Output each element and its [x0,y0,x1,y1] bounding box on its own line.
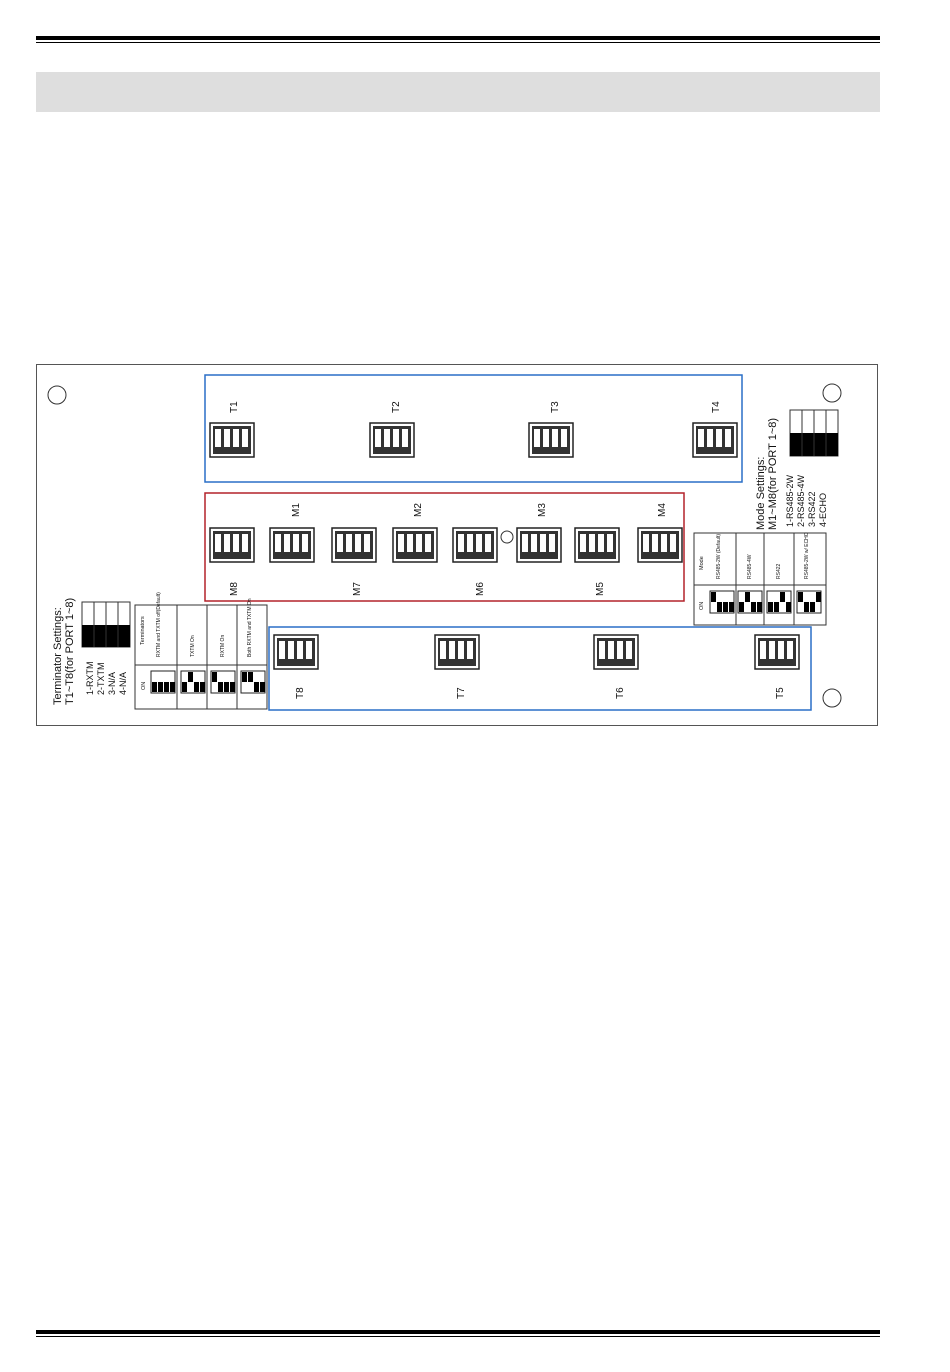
mode-option-2: RS485-4W [747,554,753,579]
label-m4: M4 [657,503,668,517]
mode-pin-2: 2-RS485-4W [796,474,806,527]
mode-title-line2: M1~M8(for PORT 1~8) [767,418,779,530]
mode-option-3: RS422 [776,563,782,579]
dip-switch-m8 [209,527,255,563]
mode-option-switch-2 [737,590,763,614]
mount-hole-br [822,688,842,708]
terminator-option-switch-2 [180,670,206,694]
dip-switch-m6 [452,527,498,563]
dip-switch-t7 [434,634,480,670]
mode-options-table: Mode ON RS485-2W (Default) RS485-4W RS42… [693,532,827,626]
mode-option-switch-3 [766,590,792,614]
mode-pin-3: 3-RS422 [807,491,817,527]
terminator-option-3: RXTM On [220,635,226,657]
terminator-option-4: Both RXTM and TXTM On [247,598,253,657]
terminator-bottom-box [268,626,812,711]
dip-switch-m3 [516,527,562,563]
labels-top-terminators: T1 T2 T3 T4 [229,401,722,413]
label-t1: T1 [229,401,240,413]
terminator-top-box [204,374,743,483]
label-t6: T6 [615,687,626,699]
mode-option-switch-1 [709,590,735,614]
label-t7: T7 [456,687,467,699]
terminator-pin-3: 3-N/A [107,672,117,695]
mode-pin-1: 1-RS485-2W [785,474,795,527]
label-m1: M1 [291,503,302,517]
bottom-rule-thin [36,1336,880,1337]
dip-switch-t5 [754,634,800,670]
switch-row-bottom-terminators [273,634,800,670]
mode-on-label: ON [699,602,705,610]
top-rule-thick [36,36,880,40]
dip-switch-t8 [273,634,319,670]
terminator-option-switch-1 [150,670,176,694]
label-m8: M8 [229,582,240,596]
label-m3: M3 [537,503,548,517]
label-t5: T5 [775,687,786,699]
labels-bottom-terminators: T8 T7 T6 T5 [295,687,786,699]
label-t3: T3 [550,401,561,413]
section-header-bar [36,72,880,112]
label-t4: T4 [711,401,722,413]
label-m5: M5 [595,582,606,596]
dip-switch-m7 [331,527,377,563]
dip-switch-t3 [528,422,574,458]
mount-hole-tl [47,385,67,405]
bottom-rule-thick [36,1330,880,1334]
switch-row-top-terminators [209,422,738,458]
terminator-option-switch-4 [240,670,266,694]
terminator-on-label: ON [141,682,147,690]
terminator-table-header: Terminators [140,616,146,645]
terminator-pin-4: 4-N/A [118,672,128,695]
terminator-title-line2: T1~T8(for PORT 1~8) [64,598,76,705]
dip-switch-m4 [637,527,683,563]
label-t8: T8 [295,687,306,699]
terminator-options-table: Terminators ON RXTM and TXTM off(Default… [134,592,268,710]
terminator-option-1: RXTM and TXTM off(Default) [156,592,162,657]
terminator-pin-1: 1-RXTM [85,662,95,696]
mode-pin-4: 4-ECHO [818,493,828,527]
dip-switch-m2 [392,527,438,563]
dip-switch-m5 [574,527,620,563]
mount-hole-center [500,530,514,544]
dip-switch-t1 [209,422,255,458]
mode-box [204,492,685,602]
mode-option-4: RS485-2W w/ ECHO [804,532,810,579]
mode-title-line1: Mode Settings: [755,457,767,530]
label-m7: M7 [352,582,363,596]
label-m6: M6 [475,582,486,596]
mount-hole-tr [822,383,842,403]
top-rule-thin [36,42,880,43]
terminator-legend: Terminator Settings: T1~T8(for PORT 1~8)… [52,598,131,705]
mode-table-header: Mode [699,556,705,570]
dip-switch-t6 [593,634,639,670]
terminator-pin-2: 2-TXTM [96,663,106,696]
dip-switch-t2 [369,422,415,458]
mode-option-1: RS485-2W (Default) [716,534,722,579]
label-m2: M2 [413,503,424,517]
mode-legend: Mode Settings: M1~M8(for PORT 1~8) 1-RS4… [755,409,839,530]
dip-switch-m1 [269,527,315,563]
dip-switch-t4 [692,422,738,458]
terminator-option-switch-3 [210,670,236,694]
label-t2: T2 [391,401,402,413]
terminator-option-2: TXTM On [190,635,196,657]
switch-row-modes [209,527,683,563]
terminator-title-line1: Terminator Settings: [52,607,64,705]
mode-option-switch-4 [796,590,822,614]
